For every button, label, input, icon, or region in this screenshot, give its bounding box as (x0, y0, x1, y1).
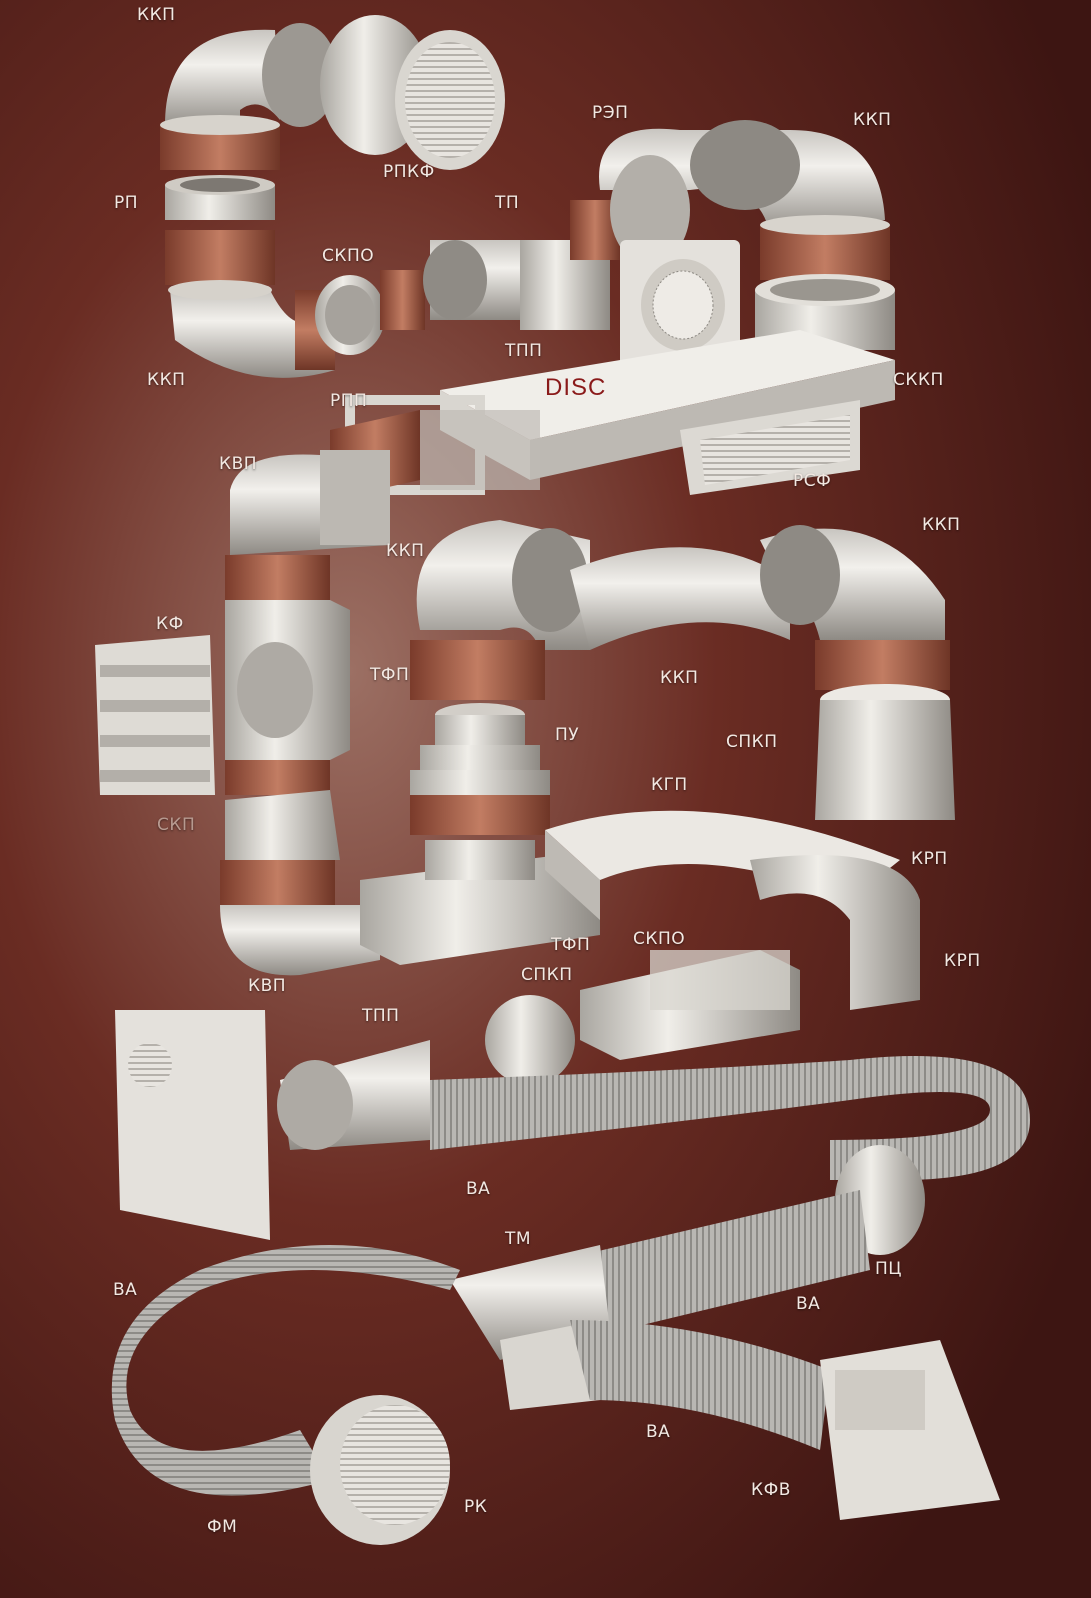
label-rk: РК (464, 1497, 488, 1517)
label-skkp: СККП (893, 370, 944, 390)
label-va-center: ВА (466, 1179, 491, 1199)
label-va-bottom: ВА (646, 1422, 671, 1442)
label-skpo-center: СКПО (633, 929, 686, 949)
top-left-round-loop (160, 15, 505, 378)
label-tpp-mid: ТПП (505, 341, 543, 361)
label-pu: ПУ (555, 725, 580, 745)
label-kkp-mid-left: ККП (386, 541, 425, 561)
label-va-left: ВА (113, 1280, 138, 1300)
label-rep: РЭП (592, 103, 629, 123)
label-tfp-center: ТФП (551, 935, 591, 955)
middle-round-arc (410, 520, 955, 835)
label-tpp-bottom: ТПП (362, 1006, 400, 1026)
label-kkp-left: ККП (147, 370, 186, 390)
label-spkp-right: СПКП (726, 732, 778, 752)
label-kkp-top: ККП (137, 5, 176, 25)
label-kkp-center: ККП (660, 668, 699, 688)
brand-text: DISC (545, 374, 607, 401)
top-right-round-loop (423, 120, 895, 375)
label-krp-top: КРП (911, 849, 948, 869)
lower-rect-chain (360, 810, 920, 1060)
label-rsf: РСФ (793, 471, 832, 491)
label-kkp-right-top: ККП (853, 110, 892, 130)
label-spkp-center: СПКП (521, 965, 573, 985)
label-rpkf: РПКФ (383, 162, 435, 182)
label-skpo-top: СКПО (322, 246, 375, 266)
label-kfv: КФВ (751, 1480, 791, 1500)
label-fm: ФМ (207, 1517, 238, 1537)
label-kvp-top: КВП (219, 454, 258, 474)
label-kf: КФ (156, 614, 184, 634)
label-kgp: КГП (651, 775, 688, 795)
label-tm: ТМ (505, 1229, 532, 1249)
label-pts: ПЦ (875, 1259, 902, 1279)
label-kkp-mid-right: ККП (922, 515, 961, 535)
label-rpp: РПП (330, 391, 368, 411)
label-va-right: ВА (796, 1294, 821, 1314)
label-skp: СКП (157, 815, 196, 835)
label-rp: РП (114, 193, 139, 213)
label-kvp-bottom: КВП (248, 976, 287, 996)
middle-left-rect-elbow (95, 450, 390, 976)
bottom-flex-ducts (111, 995, 1030, 1545)
label-tp: ТП (495, 193, 520, 213)
label-tfp-left: ТФП (370, 665, 410, 685)
label-krp-bottom: КРП (944, 951, 981, 971)
